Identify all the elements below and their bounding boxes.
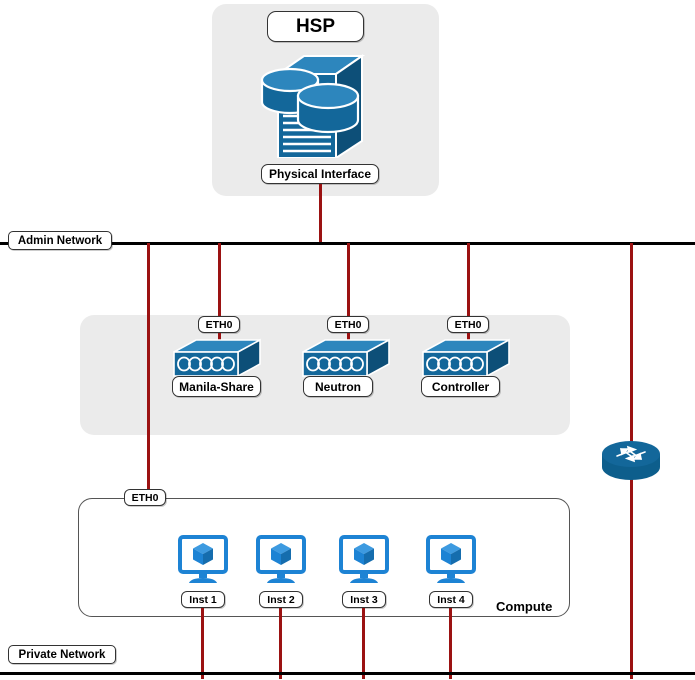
link-manila-share-port-stub xyxy=(218,333,221,345)
link-admin-to-controller xyxy=(467,243,470,323)
inst-1-text: Inst 1 xyxy=(189,593,217,606)
link-controller-port-stub xyxy=(467,333,470,345)
manila-share-name-text: Manila-Share xyxy=(179,379,254,394)
instance-monitor-icon xyxy=(425,534,477,586)
hsp-title-box: HSP xyxy=(267,11,364,42)
inst-2-text: Inst 2 xyxy=(267,593,295,606)
private-network-bus xyxy=(0,672,695,675)
private-network-text: Private Network xyxy=(18,648,106,661)
compute-title-label: Compute xyxy=(496,599,552,614)
link-neutron-port-stub xyxy=(347,333,350,345)
compute-port-text: ETH0 xyxy=(131,491,159,504)
compute-box xyxy=(78,498,570,617)
switch-icon xyxy=(301,338,391,378)
link-admin-to-neutron xyxy=(347,243,350,323)
compute-title-text: Compute xyxy=(496,599,553,614)
inst-3-label: Inst 3 xyxy=(342,591,386,608)
private-network-label: Private Network xyxy=(8,645,116,664)
hsp-physical-interface-label: Physical Interface xyxy=(261,164,379,184)
inst-1-label: Inst 1 xyxy=(181,591,225,608)
link-inst-3-to-private xyxy=(362,608,365,679)
storage-array-icon xyxy=(258,46,368,158)
neutron-name-text: Neutron xyxy=(315,379,361,394)
instance-monitor-icon xyxy=(255,534,307,586)
neutron-name-label: Neutron xyxy=(303,376,373,397)
manila-share-port-text: ETH0 xyxy=(205,318,233,331)
neutron-port-label: ETH0 xyxy=(327,316,369,333)
instance-monitor-icon xyxy=(338,534,390,586)
router-icon xyxy=(601,440,661,482)
link-inst-2-to-private xyxy=(279,608,282,679)
link-admin-to-compute xyxy=(147,243,150,492)
inst-3-text: Inst 3 xyxy=(350,593,378,606)
link-hsp-to-admin xyxy=(319,184,322,244)
switch-icon xyxy=(172,338,262,378)
hsp-title-label: HSP xyxy=(295,15,336,37)
inst-2-label: Inst 2 xyxy=(259,591,303,608)
switch-icon xyxy=(421,338,511,378)
manila-share-name-label: Manila-Share xyxy=(172,376,261,397)
link-inst-4-to-private xyxy=(449,608,452,679)
controller-port-text: ETH0 xyxy=(454,318,482,331)
neutron-port-text: ETH0 xyxy=(334,318,362,331)
inst-4-label: Inst 4 xyxy=(429,591,473,608)
controller-name-label: Controller xyxy=(421,376,500,397)
compute-port-label: ETH0 xyxy=(124,489,166,506)
admin-network-label: Admin Network xyxy=(8,231,112,250)
controller-port-label: ETH0 xyxy=(447,316,489,333)
instance-monitor-icon xyxy=(177,534,229,586)
link-inst-1-to-private xyxy=(201,608,204,679)
manila-share-port-label: ETH0 xyxy=(198,316,240,333)
physical-interface-text: Physical Interface xyxy=(268,167,372,181)
controller-name-text: Controller xyxy=(431,379,490,394)
inst-4-text: Inst 4 xyxy=(437,593,465,606)
admin-network-text: Admin Network xyxy=(17,234,103,247)
link-admin-to-manila-share xyxy=(218,243,221,323)
